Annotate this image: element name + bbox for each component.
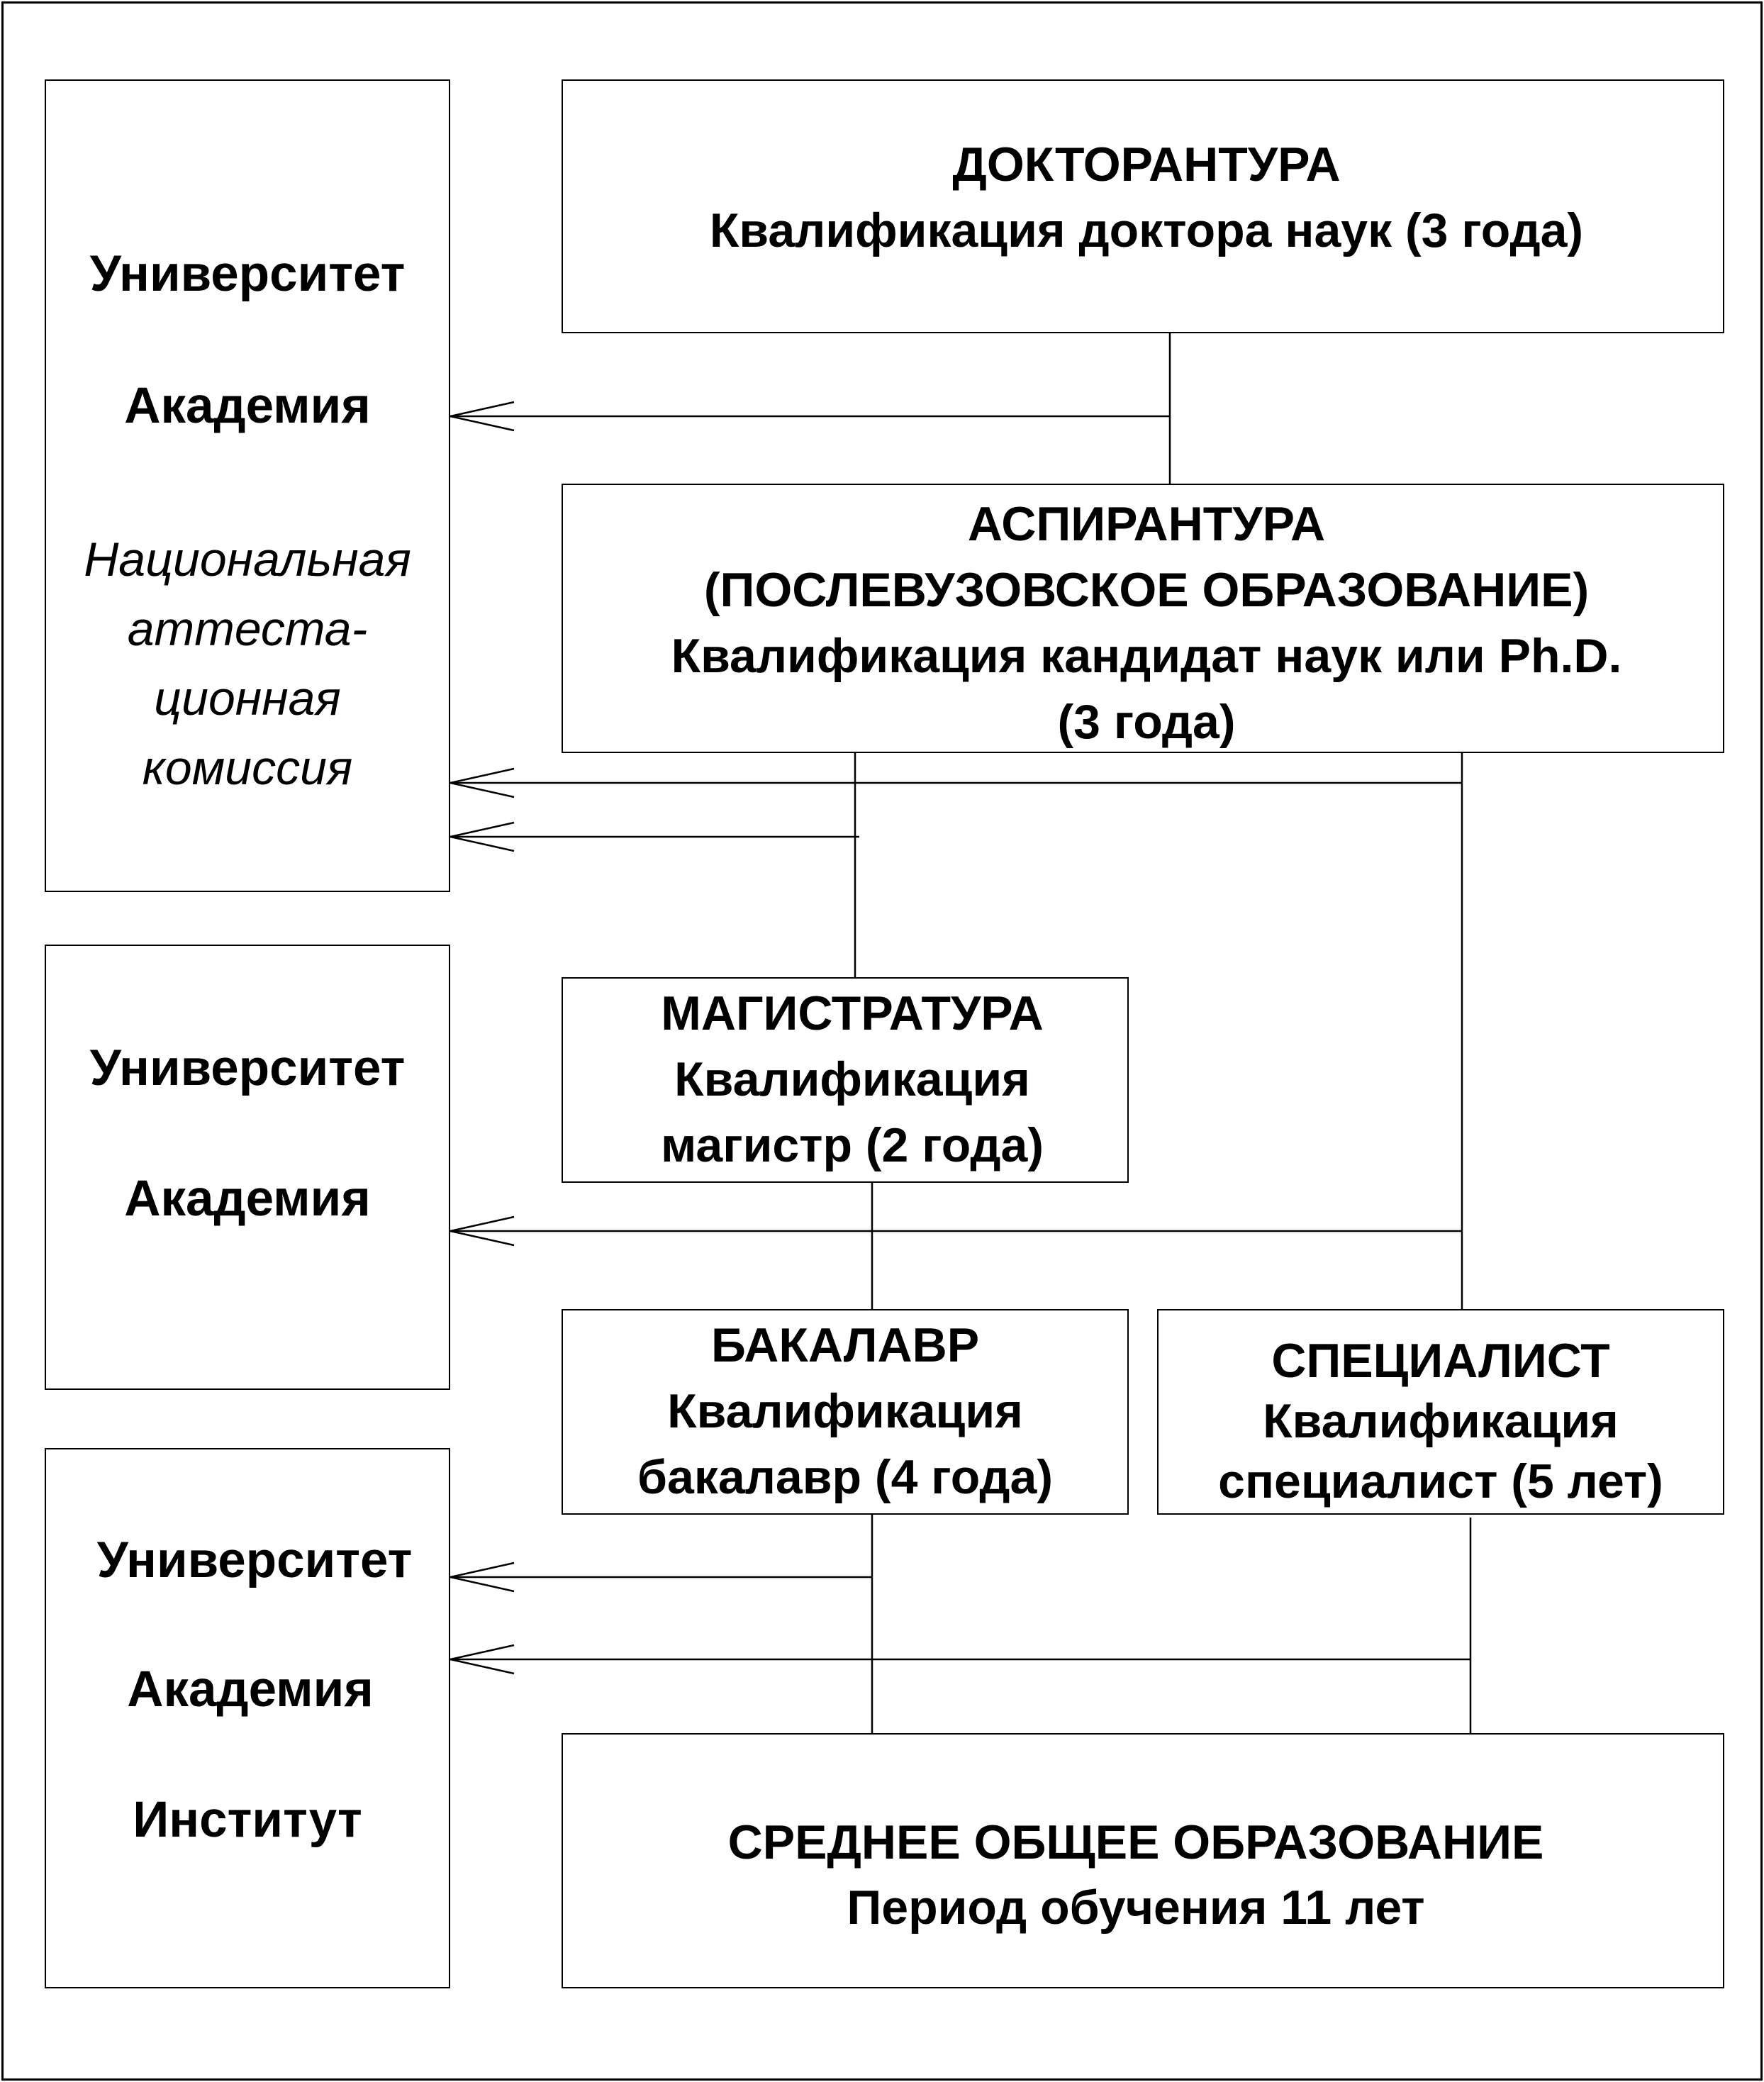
arrow-head-icon	[450, 1562, 515, 1593]
postgraduate-duration: (3 года)	[1057, 695, 1236, 749]
master-qualification-label: Квалификация	[674, 1052, 1030, 1106]
secondary-title: СРЕДНЕЕ ОБЩЕЕ ОБРАЗОВАНИЕ	[727, 1815, 1544, 1869]
master-qualification: магистр (2 года)	[661, 1118, 1044, 1172]
bachelor-box: БАКАЛАВР Квалификация бакалавр (4 года)	[562, 1309, 1129, 1515]
master-box: МАГИСТРАТУРА Квалификация магистр (2 год…	[562, 977, 1129, 1183]
secondary-duration: Период обучения 11 лет	[847, 1881, 1425, 1935]
institute-label: Институт	[133, 1792, 362, 1848]
master-title: МАГИСТРАТУРА	[661, 986, 1044, 1040]
commission-line-4: комиссия	[142, 741, 353, 795]
postgraduate-subtitle: (ПОСЛЕВУЗОВСКОЕ ОБРАЗОВАНИЕ)	[703, 563, 1590, 617]
arrow-head-icon	[450, 1215, 515, 1247]
university-label: Университет	[89, 1040, 406, 1096]
bachelor-qualification-label: Квалификация	[667, 1384, 1023, 1438]
commission-line-2: аттеста-	[127, 602, 368, 656]
secondary-education-box: СРЕДНЕЕ ОБЩЕЕ ОБРАЗОВАНИЕ Период обучени…	[562, 1733, 1724, 1988]
arrow-head-icon	[450, 767, 515, 798]
doctorate-qualification: Квалификация доктора наук (3 года)	[709, 204, 1584, 257]
specialist-qualification: специалист (5 лет)	[1218, 1454, 1663, 1508]
institution-box-top: Университет Академия Национальная аттест…	[45, 79, 450, 892]
arrow-head-icon	[450, 821, 515, 852]
commission-line-3: ционная	[154, 672, 341, 725]
commission-line-1: Национальная	[84, 533, 411, 586]
arrow-head-icon	[450, 1644, 515, 1675]
university-label: Университет	[89, 246, 406, 302]
doctorate-box: ДОКТОРАНТУРА Квалификация доктора наук (…	[562, 79, 1724, 333]
academy-label: Академия	[124, 378, 371, 434]
specialist-title: СПЕЦИАЛИСТ	[1271, 1334, 1610, 1388]
academy-label: Академия	[124, 1171, 371, 1227]
arrow-head-icon	[450, 401, 515, 432]
bachelor-title: БАКАЛАВР	[710, 1318, 980, 1372]
academy-label: Академия	[127, 1661, 374, 1718]
institution-box-middle: Университет Академия	[45, 945, 450, 1390]
university-label: Университет	[96, 1532, 413, 1588]
postgraduate-title: АСПИРАНТУРА	[967, 497, 1326, 551]
doctorate-title: ДОКТОРАНТУРА	[952, 138, 1341, 191]
specialist-box: СПЕЦИАЛИСТ Квалификация специалист (5 ле…	[1157, 1309, 1724, 1515]
postgraduate-box: АСПИРАНТУРА (ПОСЛЕВУЗОВСКОЕ ОБРАЗОВАНИЕ)…	[562, 484, 1724, 753]
institution-box-bottom: Университет Академия Институт	[45, 1448, 450, 1988]
postgraduate-qualification: Квалификация кандидат наук или Ph.D.	[671, 629, 1622, 683]
specialist-qualification-label: Квалификация	[1263, 1394, 1619, 1448]
bachelor-qualification: бакалавр (4 года)	[637, 1450, 1053, 1504]
